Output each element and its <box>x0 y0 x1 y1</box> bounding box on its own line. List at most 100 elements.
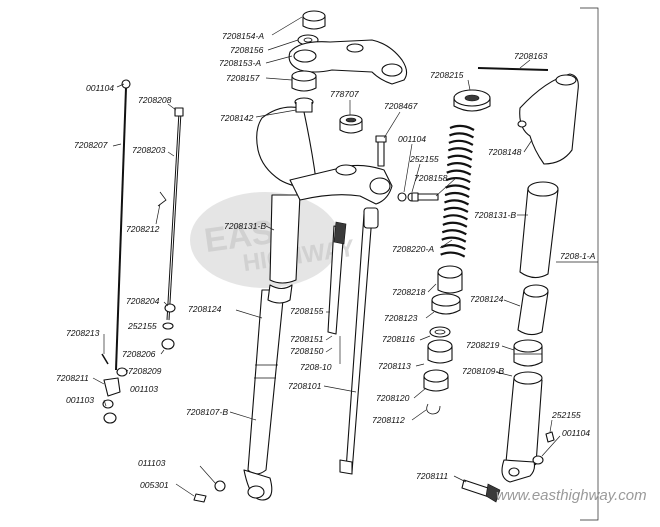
label-7208158: 7208158 <box>414 173 448 183</box>
label-7208113: 7208113 <box>378 361 411 371</box>
label-7208116: 7208116 <box>382 334 415 344</box>
right-nut-drawing <box>532 455 544 465</box>
label-7208120: 7208120 <box>376 393 410 403</box>
label-7208151: 7208151 <box>290 334 324 344</box>
bearing-drawing <box>339 114 363 134</box>
label-7208212: 7208212 <box>126 224 160 234</box>
spring-drawing <box>440 124 475 258</box>
label-252155-right: 252155 <box>551 410 581 420</box>
assembly-bracket: 7208-1-A <box>556 7 599 521</box>
spring-coil <box>440 244 466 251</box>
label-001104-right: 001104 <box>562 428 590 438</box>
spring-coil <box>448 139 474 146</box>
label-7208107-b: 7208107-B <box>186 407 228 417</box>
site-url: www.easthighway.com <box>496 487 647 504</box>
label-7208109-b: 7208109-B <box>462 366 504 376</box>
leader-lines <box>92 16 561 497</box>
label-7208142: 7208142 <box>220 113 254 123</box>
label-7208207: 7208207 <box>74 140 109 150</box>
label-7208215: 7208215 <box>430 70 464 80</box>
label-778707: 778707 <box>330 89 360 99</box>
left-fork-leg-drawing <box>243 97 317 501</box>
right-bolt-drawing <box>545 431 555 443</box>
label-7208213: 7208213 <box>66 328 100 338</box>
part-drawings <box>101 10 579 503</box>
assembly-label: 7208-1-A <box>560 251 596 261</box>
label-011103: 011103 <box>138 458 166 468</box>
label-001104-top: 001104 <box>86 83 114 93</box>
pin-drawing <box>411 192 439 202</box>
label-7208131-b-right: 7208131-B <box>474 210 516 220</box>
label-7208204: 7208204 <box>126 296 160 306</box>
label-7208209: 7208209 <box>128 366 162 376</box>
left-small-parts-drawing <box>101 303 176 424</box>
rod-drawing <box>477 67 549 71</box>
bushing-drawing <box>291 70 317 92</box>
spring-coil <box>441 236 467 243</box>
axle-drawing <box>461 479 501 503</box>
label-001103-bottom: 001103 <box>66 395 94 405</box>
spring-coil <box>447 154 473 161</box>
label-7208163: 7208163 <box>514 51 548 61</box>
label-7208101: 7208101 <box>288 381 322 391</box>
label-7208124-left: 7208124 <box>188 304 222 314</box>
spring-coil <box>440 251 466 258</box>
label-7208156: 7208156 <box>230 45 264 55</box>
middle-stack-drawing <box>423 265 463 415</box>
label-005301: 005301 <box>140 480 169 490</box>
label-252155-mid: 252155 <box>409 154 439 164</box>
label-7208154-a: 7208154-A <box>222 31 264 41</box>
right-upper-tube-drawing <box>519 181 559 279</box>
top-crown-drawing <box>288 39 408 85</box>
label-7208153-a: 7208153-A <box>219 58 261 68</box>
spring-coil <box>445 184 471 191</box>
label-7208157: 7208157 <box>226 73 261 83</box>
damper-rod-drawing <box>327 207 379 475</box>
label-001104-mid: 001104 <box>398 134 426 144</box>
label-7208111: 7208111 <box>416 471 448 481</box>
label-7208155: 7208155 <box>290 306 324 316</box>
right-slider-drawing <box>501 371 543 483</box>
label-7208467: 7208467 <box>384 101 419 111</box>
nut-drawing <box>397 192 407 202</box>
label-7208131-b-left: 7208131-B <box>224 221 266 231</box>
label-7208206: 7208206 <box>122 349 156 359</box>
label-7208220-a: 7208220-A <box>392 244 434 254</box>
lower-crown-drawing <box>289 164 393 205</box>
bolt-drawing <box>375 135 387 167</box>
label-001103-left: 001103 <box>130 384 158 394</box>
spring-coil <box>444 199 470 206</box>
label-7208203: 7208203 <box>132 145 166 155</box>
spring-coil <box>441 229 467 236</box>
spring-coil <box>447 147 473 154</box>
left-rods-drawing <box>115 79 184 371</box>
spring-coil <box>442 221 468 228</box>
label-7208211: 7208211 <box>56 373 89 383</box>
spring-seat-drawing <box>453 89 491 112</box>
right-bushing-drawing <box>513 339 543 367</box>
spring-coil <box>446 169 472 176</box>
label-7208219: 7208219 <box>466 340 500 350</box>
label-7208150: 7208150 <box>290 346 324 356</box>
label-7208112: 7208112 <box>372 415 405 425</box>
part-labels: 7208154-A 7208156 7208153-A 7208157 7208… <box>56 31 590 490</box>
label-7208-10: 7208-10 <box>300 362 332 372</box>
spring-coil <box>446 162 472 169</box>
label-252155-left: 252155 <box>127 321 157 331</box>
label-7208124-right: 7208124 <box>470 294 504 304</box>
label-7208123: 7208123 <box>384 313 418 323</box>
spring-coil <box>443 206 469 213</box>
label-7208148: 7208148 <box>488 147 522 157</box>
spring-coil <box>444 191 470 199</box>
spring-coil <box>445 176 471 184</box>
bottom-left-bolt-drawing <box>193 480 226 503</box>
label-7208208: 7208208 <box>138 95 172 105</box>
spring-coil <box>449 132 475 139</box>
top-nut-drawing <box>302 10 326 30</box>
label-7208218: 7208218 <box>392 287 426 297</box>
spring-coil <box>442 214 468 221</box>
spring-coil <box>449 124 475 131</box>
right-inner-tube-drawing <box>517 284 549 336</box>
head-cover-drawing <box>517 73 579 165</box>
